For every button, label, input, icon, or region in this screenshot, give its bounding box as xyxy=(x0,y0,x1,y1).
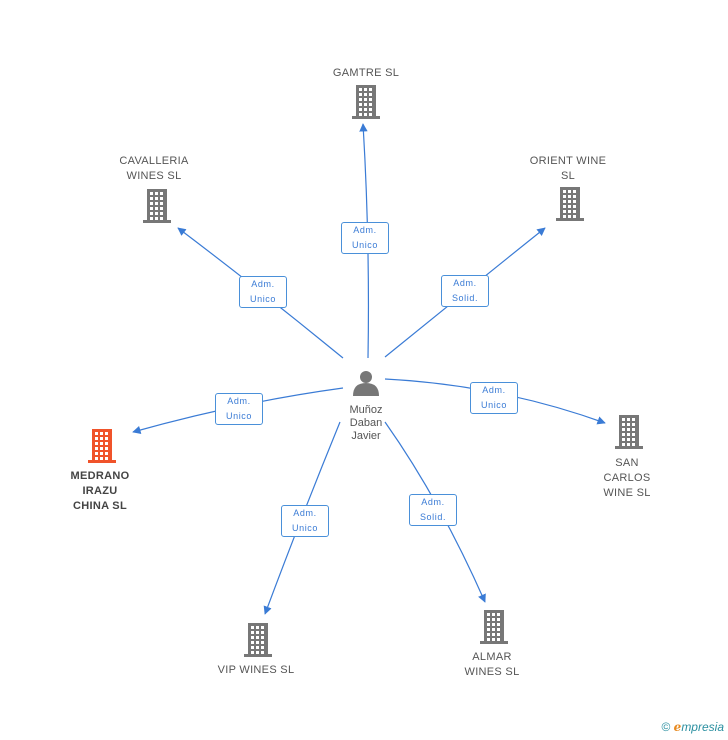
edge-label-medrano: Adm. Unico xyxy=(215,393,263,425)
edge-label-gamtre: Adm. Unico xyxy=(341,222,389,254)
edge-label-cavalleria: Adm. Unico xyxy=(239,276,287,308)
company-label-vip[interactable]: VIP WINES SL xyxy=(217,664,295,676)
brand-name: mpresia xyxy=(681,720,724,734)
building-icon-medrano[interactable] xyxy=(88,429,116,463)
brand-initial: e xyxy=(673,720,682,734)
building-icon-orient[interactable] xyxy=(556,187,584,221)
company-label-sancarlos[interactable]: SAN CARLOS WINE SL xyxy=(603,457,651,499)
person-icon[interactable] xyxy=(353,371,379,396)
building-icon-almar[interactable] xyxy=(480,610,508,644)
building-icon-cavalleria[interactable] xyxy=(143,189,171,223)
edge-label-orient: Adm. Solid. xyxy=(441,275,489,307)
building-icon-gamtre[interactable] xyxy=(352,85,380,119)
company-label-gamtre[interactable]: GAMTRE SL xyxy=(332,67,400,79)
footer-brand: © empresia xyxy=(661,720,724,734)
company-label-cavalleria[interactable]: CAVALLERIA WINES SL xyxy=(119,155,189,182)
company-label-medrano[interactable]: MEDRANO IRAZU CHINA SL xyxy=(70,470,130,512)
edge-label-almar: Adm. Solid. xyxy=(409,494,457,526)
copyright-symbol: © xyxy=(661,720,671,734)
edge-label-vip: Adm. Unico xyxy=(281,505,329,537)
building-icon-sancarlos[interactable] xyxy=(615,415,643,449)
building-icon-vip[interactable] xyxy=(244,623,272,657)
person-name-label: Muñoz Daban Javier xyxy=(349,404,383,442)
edge-label-sancarlos: Adm. Unico xyxy=(470,382,518,414)
company-label-orient[interactable]: ORIENT WINE SL xyxy=(529,155,607,182)
company-label-almar[interactable]: ALMAR WINES SL xyxy=(464,651,520,678)
